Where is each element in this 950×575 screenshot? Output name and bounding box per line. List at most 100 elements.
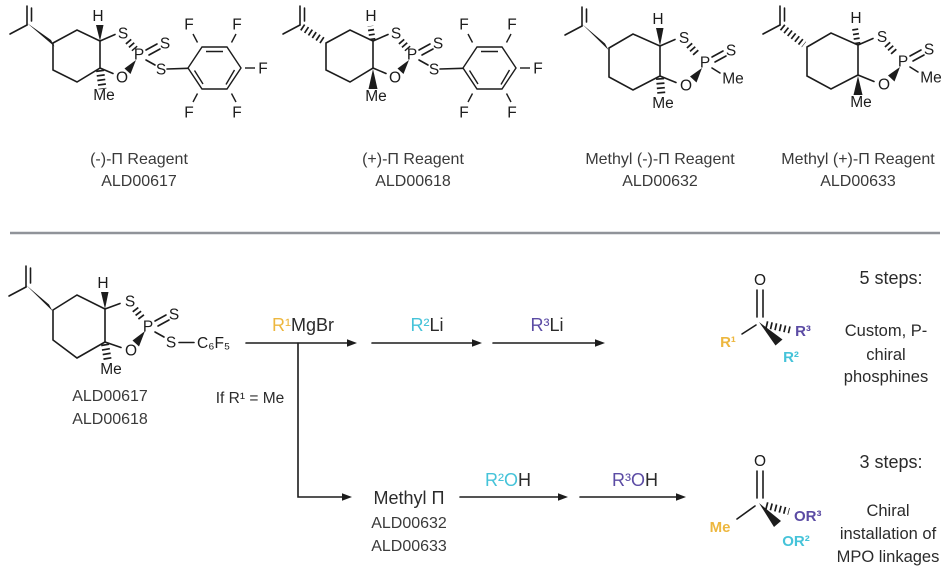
methyl-pi-label: Methyl Π xyxy=(373,488,444,508)
atom-h: H xyxy=(92,8,103,25)
arrowhead xyxy=(342,493,352,501)
structure-scheme-start: H S P S S O Me C₆F₅ ALD00617 ALD00618 xyxy=(8,265,230,428)
atom-s: S xyxy=(924,42,934,59)
atom-h: H xyxy=(97,275,108,292)
atom-f: F xyxy=(184,105,193,122)
atom-o: O xyxy=(754,272,766,289)
reaction-path-top: R¹MgBr R²Li R³Li xyxy=(245,315,605,347)
product1-r3: R³ xyxy=(795,323,811,340)
structure-1-bonds xyxy=(9,5,255,103)
atom-me: Me xyxy=(652,95,674,112)
arrowhead xyxy=(595,339,605,347)
product2-desc-2: installation of xyxy=(840,525,937,543)
grignard-label: R¹MgBr xyxy=(272,315,334,335)
atom-f: F xyxy=(459,105,468,122)
atom-s: S xyxy=(156,62,166,79)
atom-s: S xyxy=(118,26,128,43)
start-id-2: ALD00618 xyxy=(72,411,148,428)
structure-methyl-minus-pi-reagent: H S P S Me O Me Methyl (-)-Π Reagent ALD… xyxy=(564,6,744,190)
r3-superscript: R³ xyxy=(530,315,549,335)
atom-o: O xyxy=(680,78,692,95)
atom-s: S xyxy=(429,62,439,79)
atom-me: Me xyxy=(100,361,122,378)
reagent-id: ALD00617 xyxy=(101,173,177,190)
atom-c6f5: C₆F₅ xyxy=(197,335,230,352)
product2-or3: OR³ xyxy=(794,508,822,525)
structure-2-bonds xyxy=(282,5,530,103)
product1-desc-1: Custom, P- xyxy=(845,322,928,340)
product2-steps: 3 steps: xyxy=(859,452,922,472)
atom-s: S xyxy=(679,30,689,47)
atom-s: S xyxy=(726,43,736,60)
atom-p: P xyxy=(898,54,908,71)
atom-me: Me xyxy=(365,88,387,105)
atom-s: S xyxy=(160,36,170,53)
arrowhead xyxy=(676,493,686,501)
atom-f: F xyxy=(232,105,241,122)
atom-s: S xyxy=(166,335,176,352)
atom-s: S xyxy=(433,36,443,53)
atom-f: F xyxy=(232,17,241,34)
r2-superscript: R² xyxy=(410,315,429,335)
product2-me: Me xyxy=(710,519,731,536)
atom-me: Me xyxy=(850,94,872,111)
atom-p: P xyxy=(407,47,417,64)
atom-p: P xyxy=(134,47,144,64)
atom-me: Me xyxy=(93,87,115,104)
atom-o: O xyxy=(125,343,137,360)
r3oh-label: R³OH xyxy=(612,470,658,490)
product2-desc-3: MPO linkages xyxy=(837,548,940,566)
li-text: Li xyxy=(429,315,443,335)
atom-s: S xyxy=(169,307,179,324)
atom-h: H xyxy=(850,10,861,27)
product2-desc-1: Chiral xyxy=(866,502,909,520)
h-text: H xyxy=(645,470,658,490)
structure-minus-pi-reagent: H S P S S O Me F F F F F (-)-Π Reagent A… xyxy=(9,5,268,190)
r3li-label: R³Li xyxy=(530,315,563,335)
product-mpo: O Me OR³ OR² 3 steps: Chiral installatio… xyxy=(710,452,940,566)
atom-f: F xyxy=(533,61,542,78)
atom-me: Me xyxy=(722,71,744,88)
product1-desc-2: chiral xyxy=(866,346,905,364)
reagent-id: ALD00632 xyxy=(622,173,698,190)
li-text: Li xyxy=(549,315,563,335)
branch-id-1: ALD00632 xyxy=(371,515,447,532)
product1-desc-3: phosphines xyxy=(844,368,928,386)
atom-f: F xyxy=(258,61,267,78)
structure-methyl-plus-pi-reagent: H S P S Me O Me Methyl (+)-Π Reagent ALD… xyxy=(762,5,942,190)
branch-condition: If R¹ = Me xyxy=(216,390,284,407)
structure-4-bonds xyxy=(762,5,925,95)
r2o-text: R²O xyxy=(485,470,518,490)
atom-h: H xyxy=(365,8,376,25)
arrowhead xyxy=(347,339,357,347)
reagent-name: (+)-Π Reagent xyxy=(362,151,464,168)
atom-s: S xyxy=(125,294,135,311)
atom-o: O xyxy=(754,453,766,470)
reagent-name: (-)-Π Reagent xyxy=(90,151,188,168)
h-text: H xyxy=(518,470,531,490)
atom-o: O xyxy=(389,70,401,87)
atom-p: P xyxy=(143,319,153,336)
reagent-name: Methyl (+)-Π Reagent xyxy=(781,151,935,168)
atom-f: F xyxy=(507,105,516,122)
atom-s: S xyxy=(877,29,887,46)
structure-plus-pi-reagent: H S P S S O Me F F F F F (+)-Π Reagent A… xyxy=(282,5,543,190)
atom-o: O xyxy=(116,70,128,87)
structure-3-bonds xyxy=(564,6,727,97)
atom-p: P xyxy=(700,55,710,72)
r2li-label: R²Li xyxy=(410,315,443,335)
atom-f: F xyxy=(507,17,516,34)
atom-o: O xyxy=(878,77,890,94)
reagent-id: ALD00618 xyxy=(375,173,451,190)
arrowhead xyxy=(472,339,482,347)
reagent-id: ALD00633 xyxy=(820,173,896,190)
arrowhead xyxy=(558,493,568,501)
atom-me: Me xyxy=(920,70,942,87)
r3o-text: R³O xyxy=(612,470,645,490)
reagent-name: Methyl (-)-Π Reagent xyxy=(585,151,735,168)
start-id-1: ALD00617 xyxy=(72,388,148,405)
product2-or2: OR² xyxy=(782,533,810,550)
mgbr-text: MgBr xyxy=(291,315,334,335)
